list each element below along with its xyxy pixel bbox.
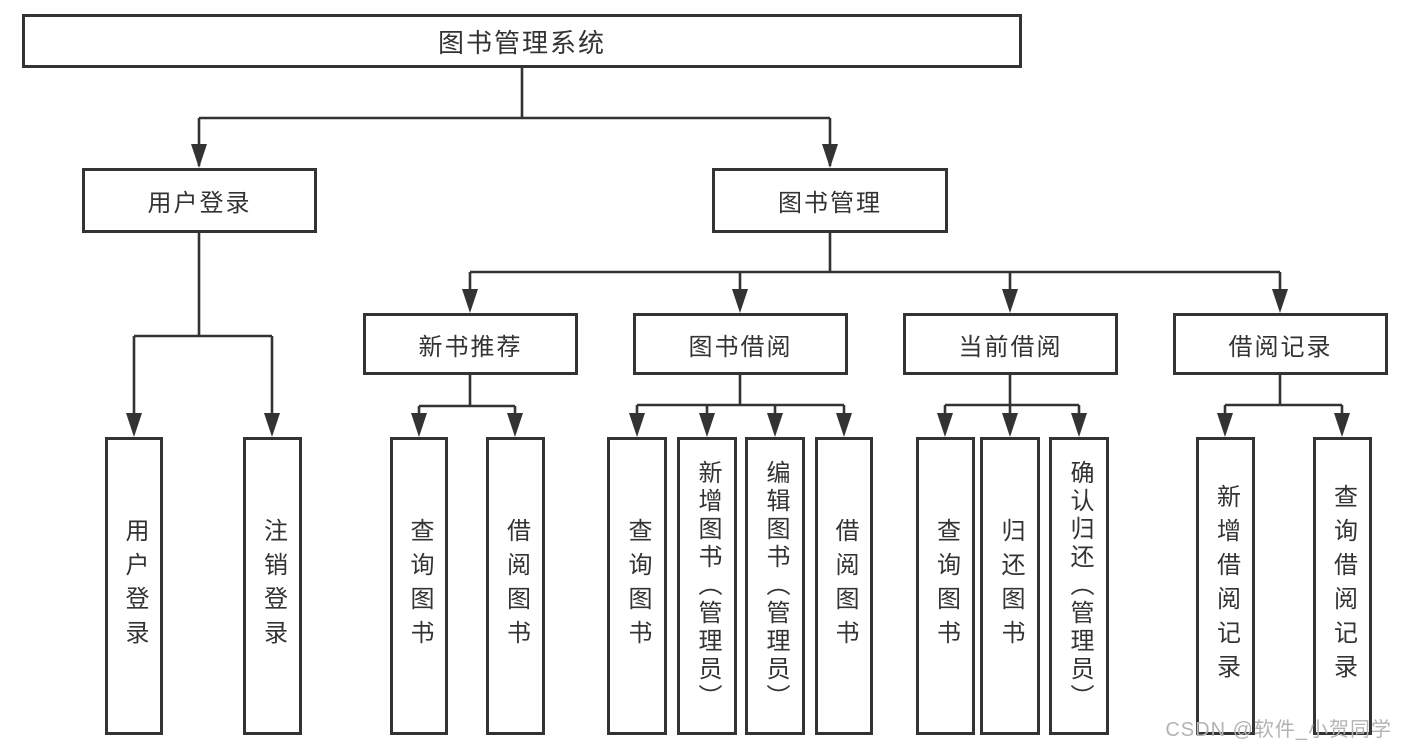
node-label: 图书管理 [778, 190, 882, 217]
node-leaf-return-books: 归还图书 [980, 437, 1040, 735]
node-leaf-query-books-3: 查询图书 [916, 437, 975, 735]
node-leaf-query-borrow-record: 查询借阅记录 [1313, 437, 1372, 735]
node-label: 查询图书 [932, 518, 960, 654]
node-current-borrow: 当前借阅 [903, 313, 1118, 375]
node-label: 注销登录 [259, 518, 287, 654]
node-leaf-borrow-books-2: 借阅图书 [815, 437, 873, 735]
node-book-borrow: 图书借阅 [633, 313, 848, 375]
node-label: 新增图书（管理员） [694, 460, 721, 712]
node-label: 借阅图书 [831, 518, 858, 654]
csdn-watermark: CSDN @软件_小贺同学 [1165, 719, 1392, 741]
node-book-management: 图书管理 [712, 168, 948, 233]
node-label: 查询图书 [406, 518, 433, 654]
node-borrow-records: 借阅记录 [1173, 313, 1388, 375]
node-label: 确认归还（管理员） [1066, 460, 1093, 712]
node-label: 借阅图书 [502, 518, 530, 654]
node-leaf-add-books-admin: 新增图书（管理员） [677, 437, 737, 735]
node-leaf-edit-books-admin: 编辑图书（管理员） [745, 437, 805, 735]
node-label: 查询借阅记录 [1329, 484, 1357, 688]
node-label: 借阅记录 [1228, 333, 1333, 361]
connector-root-to-level1 [191, 68, 838, 168]
node-leaf-add-borrow-record: 新增借阅记录 [1196, 437, 1255, 735]
connector-new-book-recommend-children [411, 375, 523, 437]
node-leaf-query-books-1: 查询图书 [390, 437, 448, 735]
connector-book-borrow-children [629, 375, 852, 437]
node-root-system: 图书管理系统 [22, 14, 1022, 68]
node-user-login: 用户登录 [82, 168, 317, 233]
connector-book-management-children [462, 233, 1288, 313]
connector-user-login-children [126, 233, 280, 437]
connector-borrow-records-children [1217, 375, 1350, 437]
node-label: 新书推荐 [418, 333, 523, 361]
node-label: 用户登录 [147, 190, 252, 217]
node-label: 图书借阅 [688, 333, 793, 361]
node-leaf-borrow-books-1: 借阅图书 [486, 437, 545, 735]
node-label: 归还图书 [997, 518, 1024, 654]
node-label: 用户登录 [121, 518, 148, 654]
connector-current-borrow-children [937, 375, 1087, 437]
node-label: 编辑图书（管理员） [762, 460, 789, 712]
node-new-book-recommend: 新书推荐 [363, 313, 578, 375]
node-label: 查询图书 [624, 518, 651, 654]
node-label: 当前借阅 [958, 333, 1063, 361]
node-root-label: 图书管理系统 [437, 27, 606, 58]
node-label: 新增借阅记录 [1212, 484, 1240, 688]
node-leaf-query-books-2: 查询图书 [607, 437, 667, 735]
node-leaf-confirm-return-admin: 确认归还（管理员） [1049, 437, 1109, 735]
node-leaf-logout: 注销登录 [243, 437, 302, 735]
node-leaf-user-login: 用户登录 [105, 437, 163, 735]
